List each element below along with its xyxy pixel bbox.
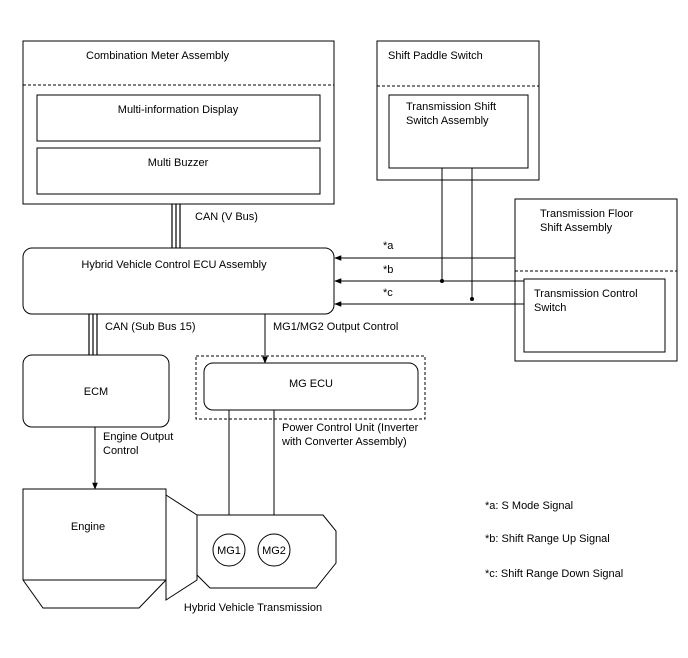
multi-info-display-label: Multi-information Display: [118, 104, 239, 116]
mg-ecu-label: MG ECU: [289, 378, 333, 390]
multi-buzzer-label: Multi Buzzer: [148, 157, 209, 169]
engine-output-label-2: Control: [103, 445, 138, 457]
legend-a: *a: S Mode Signal: [485, 500, 573, 512]
can-v-bus-lines: [171, 204, 181, 248]
trans-shift-switch-label-2: Switch Assembly: [406, 115, 489, 127]
legend-b: *b: Shift Range Up Signal: [485, 533, 610, 545]
shift-paddle-switch-label: Shift Paddle Switch: [388, 50, 483, 62]
multi-info-display-box: [36, 94, 321, 142]
trans-shift-switch-box: [388, 94, 529, 169]
hv-control-ecu-box: [22, 247, 335, 315]
ecm-box: [22, 354, 170, 428]
engine-label: Engine: [71, 521, 105, 533]
mg2-label: MG2: [262, 545, 286, 557]
trans-floor-label-1: Transmission Floor: [540, 208, 633, 220]
signal-lines: [334, 168, 524, 307]
mg1-circle: [212, 533, 246, 567]
trans-floor-label-2: Shift Assembly: [540, 222, 613, 234]
legend-c: *c: Shift Range Down Signal: [485, 568, 623, 580]
mg-output-control-label: MG1/MG2 Output Control: [273, 321, 398, 333]
can-v-bus-label: CAN (V Bus): [195, 211, 258, 223]
can-sub-bus-label: CAN (Sub Bus 15): [105, 321, 195, 333]
hv-transmission-label: Hybrid Vehicle Transmission: [184, 602, 322, 614]
signal-b-label: *b: [383, 264, 393, 276]
power-control-unit-box: [195, 355, 426, 420]
pcu-label-2: with Converter Assembly): [281, 436, 407, 448]
engine-output-label-1: Engine Output: [103, 431, 173, 443]
signal-a-label: *a: [383, 240, 394, 252]
trans-control-switch-box: [523, 278, 666, 353]
hv-control-ecu-label: Hybrid Vehicle Control ECU Assembly: [81, 259, 267, 271]
engine-transmission-coupling: [165, 494, 198, 601]
can-sub-bus-lines: [88, 314, 98, 355]
mg2-circle: [257, 533, 291, 567]
mg1-label: MG1: [217, 545, 241, 557]
multi-buzzer-box: [36, 147, 321, 195]
combination-meter-label: Combination Meter Assembly: [86, 50, 230, 62]
pcu-label-1: Power Control Unit (Inverter: [282, 422, 419, 434]
trans-control-switch-label-2: Switch: [534, 302, 566, 314]
trans-control-switch-label-1: Transmission Control: [534, 288, 638, 300]
ecm-label: ECM: [84, 386, 108, 398]
signal-c-label: *c: [383, 287, 393, 299]
engine-shape: [22, 488, 167, 609]
mg-ecu-box: [203, 362, 419, 411]
trans-shift-switch-label-1: Transmission Shift: [406, 101, 496, 113]
